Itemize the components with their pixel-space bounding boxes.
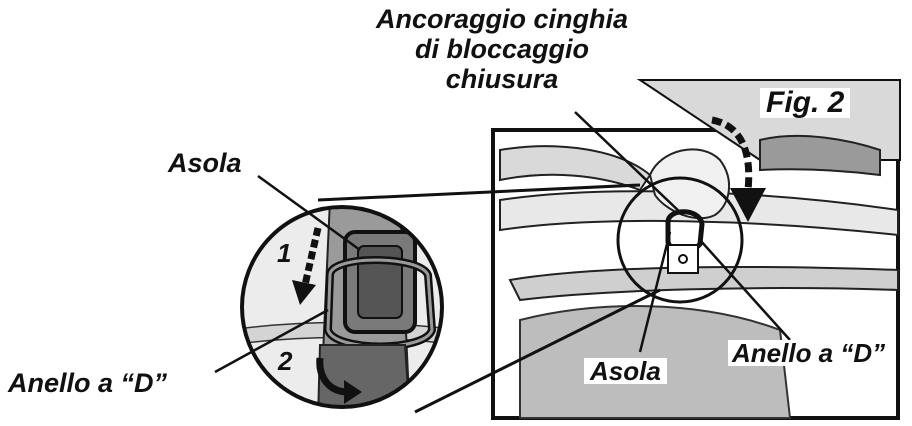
anello-label-left: Anello a “D” <box>8 368 168 398</box>
step-1-label: 1 <box>277 238 292 268</box>
anchor-title-line-1: Ancoraggio cinghia <box>375 4 629 34</box>
anchor-title-line-2: di bloccaggio <box>414 34 589 64</box>
step-2-label: 2 <box>278 346 293 376</box>
asola-label-right: Asola <box>584 358 667 384</box>
leader-lines <box>214 111 791 374</box>
figure-label: Fig. 2 <box>760 88 851 118</box>
anchor-title: Ancoraggio cinghia di bloccaggio chiusur… <box>352 4 652 94</box>
magnified-detail-circle <box>240 205 444 409</box>
asola-label-left: Asola <box>168 148 242 178</box>
zoom-lines <box>317 183 661 414</box>
anchor-title-line-3: chiusura <box>445 64 559 94</box>
anello-label-right: Anello a “D” <box>728 340 890 366</box>
